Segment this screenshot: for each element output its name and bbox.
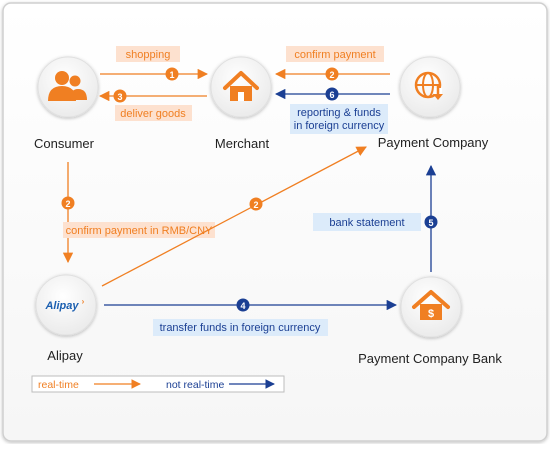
flow-reporting: 6 reporting & funds in foreign currency [274, 87, 390, 134]
step-badge-1 [165, 67, 179, 81]
people-icon [48, 71, 87, 101]
flow-consumer-to-alipay: 2 confirm payment in RMB/CNY [61, 162, 215, 264]
step-number-4: 4 [240, 301, 245, 311]
step-badge-6 [325, 87, 339, 101]
alipay-to-payment-company-arrow [101, 146, 367, 287]
alipay-logo: Alipay › [44, 297, 84, 312]
node-alipay: Alipay › Alipay [35, 274, 97, 363]
flow-deliver-goods: 3 deliver goods [98, 89, 207, 121]
shopping-label-bg [116, 46, 180, 62]
bank-dollar-icon: $ [412, 290, 450, 320]
reporting-label-line1: reporting & funds [297, 107, 381, 119]
node-payment-company-bank: $ Payment Company Bank [358, 276, 502, 366]
house-icon [223, 71, 259, 101]
node-merchant: Merchant [210, 56, 272, 151]
bank-label: Payment Company Bank [358, 351, 502, 366]
alipay-circle [35, 274, 97, 336]
legend: real-time not real-time [31, 375, 285, 393]
consumer-to-alipay-label-bg [63, 222, 215, 238]
step-number-2a: 2 [329, 70, 334, 80]
step-number-3: 3 [117, 92, 122, 102]
transfer-funds-label: transfer funds in foreign currency [160, 322, 321, 334]
consumer-to-alipay-label: confirm payment in RMB/CNY [66, 225, 213, 237]
step-badge-3 [113, 89, 127, 103]
deliver-goods-label-bg [115, 105, 192, 121]
svg-text:$: $ [428, 308, 434, 320]
legend-box [31, 375, 285, 393]
svg-text:›: › [82, 297, 85, 306]
confirm-payment-label: confirm payment [294, 49, 375, 61]
step-number-1: 1 [169, 70, 174, 80]
flow-alipay-to-payment-company: 2 [101, 146, 367, 287]
bank-statement-label-bg [313, 213, 421, 231]
merchant-label: Merchant [215, 136, 270, 151]
step-number-6: 6 [329, 90, 334, 100]
svg-text:Alipay: Alipay [44, 300, 79, 312]
step-badge-2b [61, 196, 75, 210]
step-badge-2a [325, 67, 339, 81]
flow-shopping: shopping 1 [100, 46, 209, 81]
step-badge-2c [249, 197, 263, 211]
shopping-label: shopping [126, 49, 171, 61]
flow-transfer-funds: 4 transfer funds in foreign currency [104, 298, 398, 336]
deliver-goods-label: deliver goods [120, 108, 186, 120]
node-consumer: Consumer [34, 56, 99, 151]
reporting-label-bg [290, 104, 388, 134]
reporting-label-line2: in foreign currency [294, 120, 385, 132]
alipay-label: Alipay [47, 348, 83, 363]
flow-bank-statement: bank statement 5 [313, 164, 438, 272]
step-badge-4 [236, 298, 250, 312]
confirm-payment-label-bg [286, 46, 384, 62]
flow-confirm-payment: confirm payment 2 [274, 46, 390, 81]
payment-company-label: Payment Company [378, 135, 489, 150]
legend-realtime-label: real-time [38, 379, 79, 391]
payment-company-circle [399, 56, 461, 118]
step-badge-5 [424, 215, 438, 229]
transfer-funds-label-bg [153, 319, 328, 336]
bank-statement-label: bank statement [329, 217, 404, 229]
step-number-2c: 2 [253, 200, 258, 210]
step-number-5: 5 [428, 218, 433, 228]
consumer-label: Consumer [34, 136, 95, 151]
step-number-2b: 2 [65, 199, 70, 209]
node-payment-company: Payment Company [378, 56, 489, 150]
globe-download-icon [414, 71, 443, 100]
legend-not-realtime-label: not real-time [166, 379, 225, 391]
